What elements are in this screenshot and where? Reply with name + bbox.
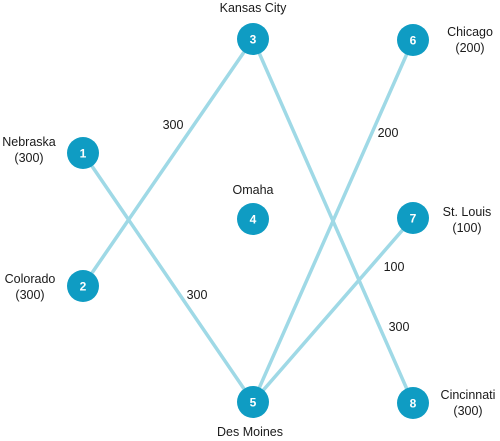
edge-label-3-8: 300 — [389, 320, 410, 334]
node-number: 4 — [250, 213, 257, 227]
node-number: 7 — [410, 212, 417, 226]
node-number: 8 — [410, 397, 417, 411]
edge-label-5-7: 100 — [384, 260, 405, 274]
node-circle — [237, 23, 269, 55]
node-circle — [397, 387, 429, 419]
edge-2-3 — [81, 37, 255, 288]
node-number: 3 — [250, 33, 257, 47]
node-4: 4 Omaha — [233, 183, 274, 235]
node-amount: (300) — [453, 404, 482, 418]
node-3: 3 Kansas City — [220, 1, 287, 55]
edge-label-1-5: 300 — [187, 288, 208, 302]
edge-5-7 — [251, 216, 415, 404]
node-6: 6 Chicago (200) — [397, 24, 493, 56]
node-2: 2 Colorado (300) — [5, 270, 99, 302]
node-amount: (200) — [455, 41, 484, 55]
node-name: Omaha — [233, 183, 274, 197]
node-circle — [67, 270, 99, 302]
node-7: 7 St. Louis (100) — [397, 202, 491, 235]
node-number: 1 — [80, 147, 87, 161]
edge-label-2-3: 300 — [163, 118, 184, 132]
node-number: 6 — [410, 34, 417, 48]
node-name: Des Moines — [217, 425, 283, 439]
node-name: Chicago — [447, 25, 493, 39]
node-name: Nebraska — [2, 135, 56, 149]
edge-3-8 — [251, 37, 415, 405]
node-circle — [67, 137, 99, 169]
node-name: Cincinnati — [441, 388, 496, 402]
edges — [81, 37, 415, 405]
node-name: Colorado — [5, 272, 56, 286]
edge-1-5 — [81, 151, 255, 404]
node-amount: (300) — [15, 288, 44, 302]
node-amount: (100) — [452, 221, 481, 235]
node-name: Kansas City — [220, 1, 287, 15]
edge-labels: 300 300 200 100 300 — [163, 118, 410, 334]
node-8: 8 Cincinnati (300) — [397, 387, 495, 419]
node-name: St. Louis — [443, 205, 492, 219]
node-number: 5 — [250, 396, 257, 410]
node-circle — [237, 203, 269, 235]
node-1: 1 Nebraska (300) — [2, 135, 99, 169]
edge-label-5-6: 200 — [378, 126, 399, 140]
node-amount: (300) — [14, 151, 43, 165]
node-number: 2 — [80, 280, 87, 294]
node-circle — [397, 202, 429, 234]
node-circle — [237, 386, 269, 418]
node-circle — [397, 24, 429, 56]
node-5: 5 Des Moines — [217, 386, 283, 439]
